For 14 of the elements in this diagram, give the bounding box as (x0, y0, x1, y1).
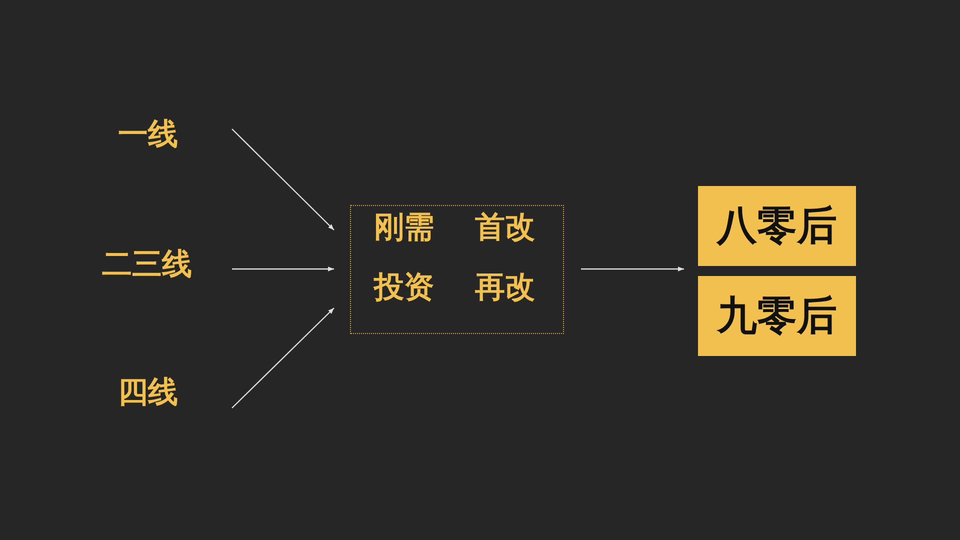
highlight-box: 九零后 (698, 276, 856, 356)
arrow (232, 128, 334, 230)
dotted-box (350, 205, 564, 334)
term-label: 刚需 (374, 210, 434, 246)
arrow (232, 266, 334, 272)
term-label: 首改 (475, 210, 535, 246)
term-label: 再改 (475, 270, 535, 306)
highlight-box: 八零后 (698, 186, 856, 266)
category-label: 二三线 (102, 247, 218, 283)
arrow (232, 308, 334, 408)
category-label: 一线 (118, 117, 202, 153)
term-label: 投资 (374, 270, 434, 306)
category-label: 四线 (118, 375, 202, 411)
arrow (581, 266, 684, 272)
